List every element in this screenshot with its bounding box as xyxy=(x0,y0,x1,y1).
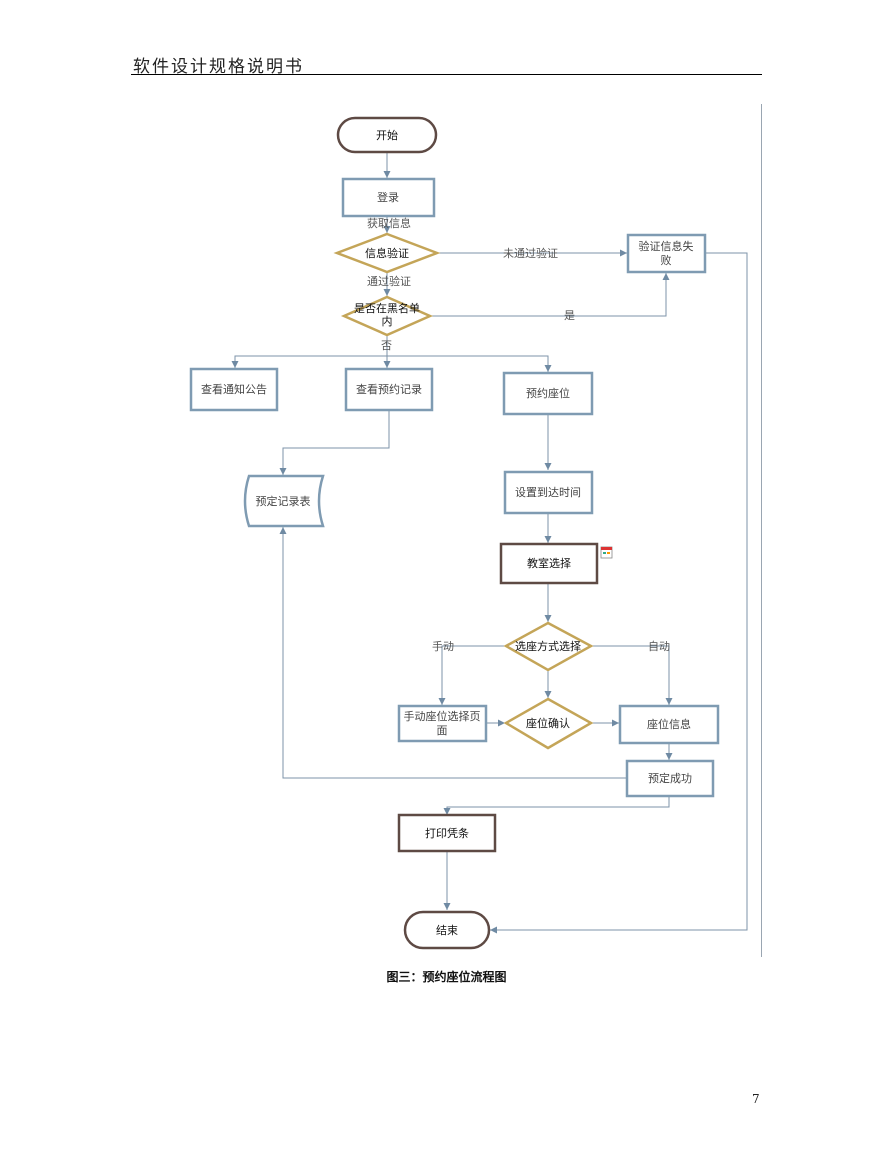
node-print-slip: 打印凭条 xyxy=(397,813,497,853)
label-manual: 手动 xyxy=(432,639,454,653)
node-verify: 信息验证 xyxy=(333,232,441,274)
label-get-info: 获取信息 xyxy=(367,216,411,230)
figure-caption: 图三：预约座位流程图 xyxy=(386,970,507,984)
svg-text:信息验证: 信息验证 xyxy=(365,246,409,260)
edge-mode-manual xyxy=(438,645,506,705)
svg-text:败: 败 xyxy=(661,253,672,267)
svg-text:手动座位选择页: 手动座位选择页 xyxy=(404,709,481,723)
svg-text:是否在黑名单: 是否在黑名单 xyxy=(354,301,420,315)
svg-text:登录: 登录 xyxy=(377,190,399,204)
node-reserve-seat: 预约座位 xyxy=(502,371,594,416)
svg-text:结束: 结束 xyxy=(436,924,458,937)
svg-text:查看通知公告: 查看通知公告 xyxy=(201,382,267,396)
node-blacklist: 是否在黑名单 内 xyxy=(340,295,434,337)
label-auto: 自动 xyxy=(648,640,670,653)
edge-records-table xyxy=(279,411,390,475)
svg-text:预定成功: 预定成功 xyxy=(648,771,692,785)
page-number: 7 xyxy=(752,1092,760,1106)
edge-success-print xyxy=(443,797,670,815)
svg-text:设置到达时间: 设置到达时间 xyxy=(515,486,581,499)
svg-text:开始: 开始 xyxy=(376,128,398,142)
svg-text:座位确认: 座位确认 xyxy=(526,716,570,730)
node-seat-info: 座位信息 xyxy=(618,704,720,745)
label-not-passed: 未通过验证 xyxy=(503,246,558,260)
node-select-mode: 选座方式选择 xyxy=(503,621,594,672)
label-passed: 通过验证 xyxy=(367,274,411,288)
svg-text:预约座位: 预约座位 xyxy=(526,386,570,400)
node-set-arrival: 设置到达时间 xyxy=(503,470,594,515)
svg-text:面: 面 xyxy=(437,724,448,737)
node-verify-fail: 验证信息失 败 xyxy=(626,233,707,274)
node-manual-page: 手动座位选择页 面 xyxy=(397,704,488,743)
page-header-title: 软件设计规格说明书 xyxy=(133,57,304,77)
svg-text:查看预约记录: 查看预约记录 xyxy=(356,382,422,396)
label-no: 否 xyxy=(381,339,392,352)
node-login: 登录 xyxy=(341,177,436,218)
svg-text:内: 内 xyxy=(382,314,393,328)
node-start: 开始 xyxy=(336,116,438,154)
diagram-right-border xyxy=(761,104,762,957)
connectors xyxy=(231,152,748,934)
label-yes: 是 xyxy=(564,309,575,322)
svg-text:选座方式选择: 选座方式选择 xyxy=(515,639,581,653)
svg-text:预定记录表: 预定记录表 xyxy=(256,494,311,508)
node-reserve-success: 预定成功 xyxy=(625,759,715,798)
edge-branch-reserve xyxy=(387,355,552,372)
node-classroom-select: 教室选择 xyxy=(499,542,599,585)
node-view-notice: 查看通知公告 xyxy=(189,367,279,412)
calendar-icon xyxy=(600,546,613,559)
edge-labels: 获取信息 未通过验证 通过验证 是 否 手动 自动 xyxy=(367,216,670,653)
node-view-records: 查看预约记录 xyxy=(344,367,434,412)
edge-success-table xyxy=(279,527,626,779)
node-end: 结束 xyxy=(403,910,491,950)
edge-blacklist-yes xyxy=(430,273,670,317)
edge-mode-auto xyxy=(591,645,673,705)
edge-fail-end xyxy=(490,252,748,934)
edge-branch-notice xyxy=(231,355,387,368)
svg-text:教室选择: 教室选择 xyxy=(527,556,571,570)
svg-text:验证信息失: 验证信息失 xyxy=(639,239,694,253)
header-rule xyxy=(131,74,762,75)
node-record-table: 预定记录表 xyxy=(243,474,325,528)
svg-text:座位信息: 座位信息 xyxy=(647,717,691,731)
node-seat-confirm: 座位确认 xyxy=(503,697,594,750)
svg-text:打印凭条: 打印凭条 xyxy=(425,826,469,840)
